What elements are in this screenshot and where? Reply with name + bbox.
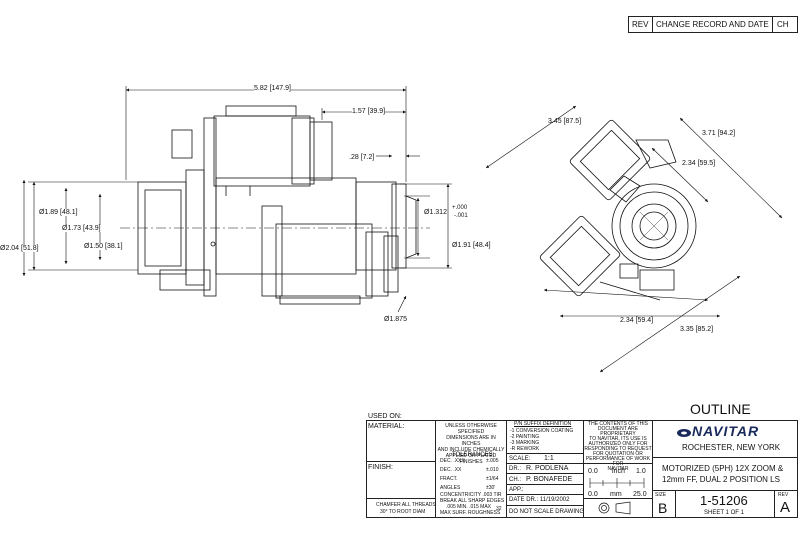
pn-definition-title: P/N SUFFIX DEFINITION <box>514 421 572 427</box>
rev-value: A <box>780 499 791 516</box>
company-location: ROCHESTER, NEW YORK <box>682 443 781 452</box>
drawing-title: OUTLINE <box>690 401 751 417</box>
used-on-label: USED ON: <box>368 413 402 420</box>
rev-cell <box>774 490 798 518</box>
dim-dia-191: Ø1.91 [48.4] <box>452 242 491 249</box>
pn-row-3: -3 MARKING <box>510 440 540 446</box>
drawing-number: 1-51206 <box>700 493 748 508</box>
pn-row-4: -R REWORK <box>510 446 540 452</box>
ruler-mm-end: 25.0 <box>633 491 647 498</box>
scale-label: SCALE: <box>509 456 531 462</box>
dim-dia-1312: Ø1.312 <box>424 209 447 216</box>
tol-row-1-key: DEC. .XXX <box>440 458 465 464</box>
navitar-logo-icon <box>677 429 691 437</box>
dim-157: 1.57 [39.9] <box>352 108 386 115</box>
rev-label: REV <box>632 20 649 29</box>
roughness-note: MAX SURF. ROUGHNESS <box>440 510 501 516</box>
side-dimension-lines <box>22 86 452 313</box>
dim-tol-plus: +.000 <box>452 205 468 211</box>
rev-cell-label: REV <box>778 492 789 498</box>
size-label: SIZE <box>655 492 667 498</box>
chamfer-text: CHAMFER ALL THREADS <box>376 502 436 508</box>
tol-row-1-val: ±.005 <box>486 458 499 464</box>
dim-overall-length: 5.82 [147.9] <box>254 85 291 92</box>
break-edges-note-2: .005 MIN. .015 MAX <box>446 504 492 510</box>
tol-row-3-val: ±1/64 <box>486 476 499 482</box>
dim-dia-1875: Ø1.875 <box>384 316 407 323</box>
dim-tol-minus: -.001 <box>454 213 468 219</box>
third-angle-projection-icon <box>598 501 631 515</box>
size-value: B <box>658 500 668 516</box>
navitar-logo-text: NAVITAR <box>692 423 760 439</box>
dim-234a: 2.34 [59.5] <box>682 160 716 167</box>
ruler-inch-unit: inch <box>612 468 625 475</box>
front-view <box>539 119 697 301</box>
dim-234b: 2.34 [59.4] <box>620 317 654 324</box>
roughness-value: 32 <box>496 506 502 512</box>
scale-value: 1:1 <box>544 455 554 462</box>
chamfer-text-2: 30° TO ROOT DIAM <box>380 509 426 515</box>
dim-dia-150: Ø1.50 [38.1] <box>84 243 123 250</box>
pn-row-2: -2 PAINTING <box>510 434 540 440</box>
scale-ruler <box>589 478 645 488</box>
dim-028: .28 [7.2] <box>349 154 375 161</box>
sheet-label: SHEET 1 OF 1 <box>704 510 744 516</box>
do-not-scale-note: DO NOT SCALE DRAWING <box>509 509 585 515</box>
tol-row-4-val: ±30' <box>486 485 496 491</box>
dim-dia-204: Ø2.04 [51.8] <box>0 245 39 252</box>
tol-row-2-key: DEC. .XX <box>440 467 462 473</box>
checked-by-label: CH.: <box>509 477 521 483</box>
break-edges-note: BREAK ALL SHARP EDGES <box>440 498 505 504</box>
side-view <box>120 105 430 305</box>
ruler-inch-start: 0.0 <box>588 468 598 475</box>
tol-row-2-val: ±.010 <box>486 467 499 473</box>
ruler-inch-end: 1.0 <box>636 468 646 475</box>
pn-row-1: -1 CONVERSION COATING <box>510 428 574 434</box>
front-dimension-lines <box>485 105 783 373</box>
chamfer-cell <box>366 498 436 518</box>
finish-label: FINISH: <box>368 464 393 471</box>
drawn-by-value: R. PODLENA <box>526 465 569 472</box>
dim-345: 3.45 [87.5] <box>548 118 582 125</box>
ruler-mm-unit: mm <box>610 491 622 498</box>
description-line-1: MOTORIZED (5PH) 12X ZOOM & <box>662 464 784 473</box>
tol-row-4-key: ANGLES <box>440 485 461 491</box>
drawn-by-label: DR.: <box>509 466 521 472</box>
checked-by-value: P. BONAFEDE <box>526 476 573 483</box>
description-cell <box>652 457 798 491</box>
dim-335: 3.35 [85.2] <box>680 326 714 333</box>
rev-header-ch <box>772 16 798 33</box>
dim-dia-173: Ø1.73 [43.9] <box>62 225 101 232</box>
tol-row-3-key: FRACT. <box>440 476 458 482</box>
dim-dia-189: Ø1.89 [48.1] <box>39 209 78 216</box>
ruler-mm-start: 0.0 <box>588 491 598 498</box>
change-record-label: CHANGE RECORD AND DATE <box>656 20 769 29</box>
concentricity-note: CONCENTRICITY .003 TIR <box>440 492 502 498</box>
ch-label: CH <box>777 20 789 29</box>
dim-371: 3.71 [94.2] <box>702 130 736 137</box>
tolerances-label: TOLERANCES: <box>452 452 495 458</box>
approved-by-label: APP.: <box>509 487 524 493</box>
date-drawn: DATE DR.: 11/19/2002 <box>509 497 570 503</box>
material-label: MATERIAL: <box>368 423 405 430</box>
description-line-2: 12mm FF, DUAL 2 POSITION LS <box>662 475 780 484</box>
